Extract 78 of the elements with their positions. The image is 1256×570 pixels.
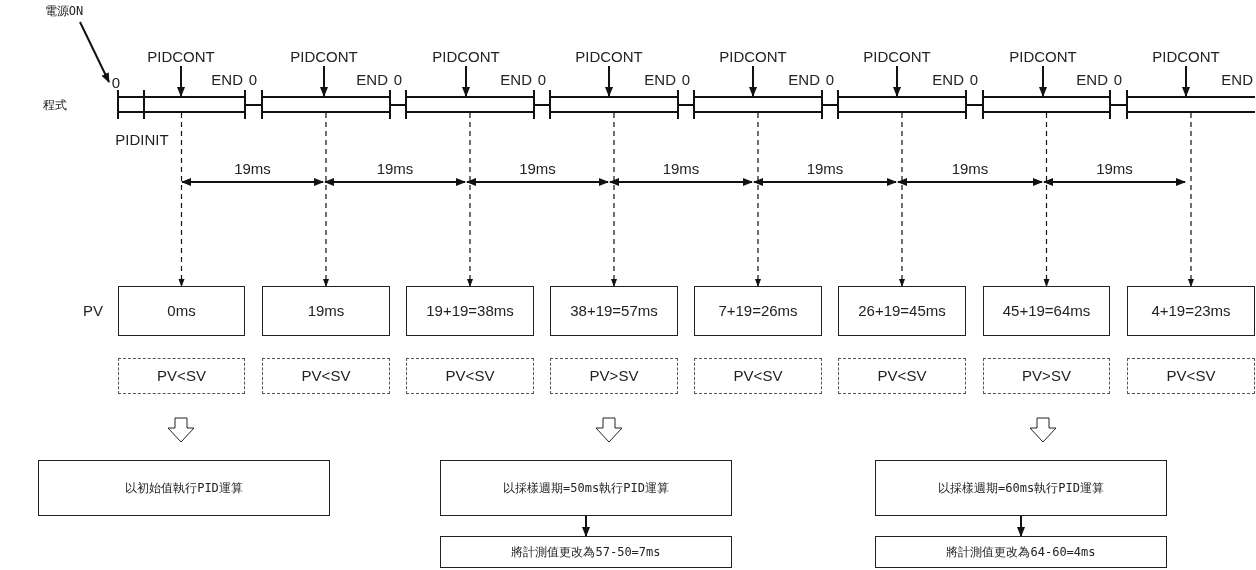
time-mark-label: 0 — [1113, 72, 1123, 88]
process-box: 將計測值更改為57-50=7ms — [440, 536, 732, 568]
dashed-arrow — [755, 112, 761, 287]
value-box: 38+19=57ms — [550, 286, 678, 336]
time-mark-label: 0 — [110, 74, 122, 92]
time-mark-label: 0 — [248, 72, 258, 88]
condition-box: PV>SV — [550, 358, 678, 394]
row-label: 程式 — [43, 97, 67, 113]
time-mark-label: END — [1221, 72, 1253, 88]
dashed-arrow — [899, 112, 905, 287]
time-mark-label: END — [932, 72, 964, 88]
pointer-arrow — [320, 65, 328, 97]
time-mark-label: END — [644, 72, 676, 88]
interval-label: 19ms — [662, 161, 700, 177]
row-label: PV — [83, 303, 103, 319]
pointer-arrow — [1039, 65, 1047, 97]
time-mark-label: END — [356, 72, 388, 88]
instruction-label: PIDINIT — [115, 132, 169, 148]
dashed-arrow — [611, 112, 617, 287]
hollow-arrow — [167, 417, 195, 443]
interval-label: 19ms — [519, 161, 556, 177]
dashed-arrow — [467, 112, 473, 287]
condition-box: PV>SV — [983, 358, 1110, 394]
pointer-arrow — [1182, 65, 1190, 97]
arrow — [582, 515, 590, 537]
condition-box: PV<SV — [262, 358, 390, 394]
value-box: 45+19=64ms — [983, 286, 1110, 336]
time-mark-label: 0 — [825, 72, 835, 88]
instruction-label: PIDCONT — [421, 48, 511, 66]
time-mark-label: END — [788, 72, 820, 88]
instruction-label: PIDCONT — [279, 48, 369, 66]
process-box: 以初始值執行PID運算 — [38, 460, 330, 516]
process-box: 以採樣週期=50ms執行PID運算 — [440, 460, 732, 516]
pointer-arrow — [177, 65, 185, 97]
dashed-arrow — [1188, 112, 1194, 287]
condition-box: PV<SV — [838, 358, 966, 394]
interval-label: 19ms — [376, 161, 414, 177]
hollow-arrow — [595, 417, 623, 443]
instruction-label: PIDCONT — [708, 48, 798, 66]
instruction-label: PIDCONT — [998, 48, 1088, 66]
value-box: 19+19=38ms — [406, 286, 534, 336]
condition-box: PV<SV — [406, 358, 534, 394]
value-box: 26+19=45ms — [838, 286, 966, 336]
arrow — [79, 21, 110, 83]
interval-label: 19ms — [234, 161, 271, 177]
pointer-arrow — [893, 65, 901, 97]
condition-box: PV<SV — [694, 358, 822, 394]
time-mark-label: END — [211, 72, 243, 88]
power-on-label: 電源ON — [34, 2, 94, 20]
dashed-arrow — [323, 112, 329, 287]
condition-box: PV<SV — [118, 358, 245, 394]
hollow-arrow — [1029, 417, 1057, 443]
time-mark-label: END — [1076, 72, 1108, 88]
time-mark-label: 0 — [393, 72, 403, 88]
interval-label: 19ms — [806, 161, 844, 177]
dashed-arrow — [178, 112, 185, 287]
instruction-label: PIDCONT — [852, 48, 942, 66]
value-box: 0ms — [118, 286, 245, 336]
pointer-arrow — [605, 65, 613, 97]
time-mark-label: END — [500, 72, 532, 88]
time-mark-label: 0 — [537, 72, 547, 88]
dashed-arrow — [1043, 112, 1050, 287]
arrow — [1017, 515, 1025, 537]
process-box: 將計測值更改為64-60=4ms — [875, 536, 1167, 568]
value-box: 7+19=26ms — [694, 286, 822, 336]
interval-label: 19ms — [1096, 161, 1133, 177]
instruction-label: PIDCONT — [1141, 48, 1231, 66]
value-box: 19ms — [262, 286, 390, 336]
time-mark-label: 0 — [681, 72, 691, 88]
value-box: 4+19=23ms — [1127, 286, 1255, 336]
time-mark-label: 0 — [969, 72, 979, 88]
pointer-arrow — [462, 65, 470, 97]
condition-box: PV<SV — [1127, 358, 1255, 394]
instruction-label: PIDCONT — [136, 48, 226, 66]
process-box: 以採樣週期=60ms執行PID運算 — [875, 460, 1167, 516]
interval-label: 19ms — [951, 161, 989, 177]
instruction-label: PIDCONT — [564, 48, 654, 66]
pointer-arrow — [749, 65, 757, 97]
